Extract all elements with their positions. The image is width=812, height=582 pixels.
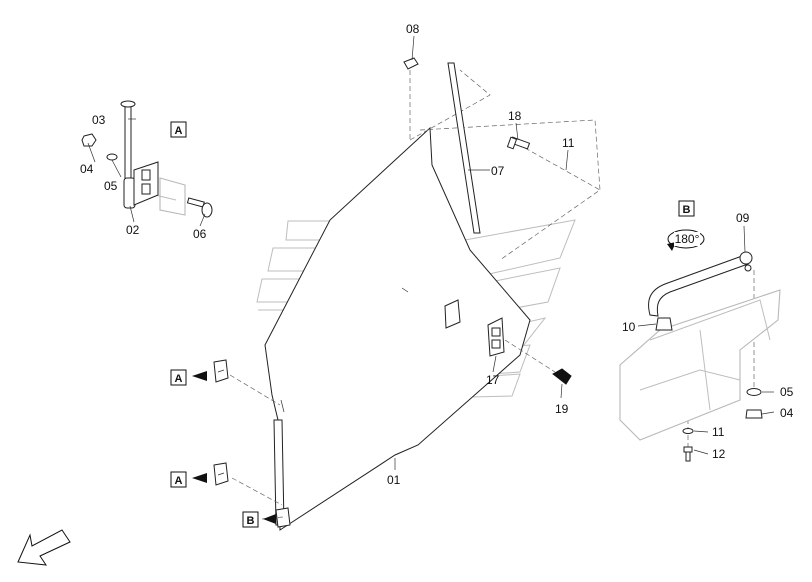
svg-text:A: A [175,475,183,487]
label-11b: 11 [712,425,725,439]
label-05: 05 [104,179,118,193]
door-stay-rod [648,251,753,317]
bracket-lower [213,462,229,486]
label-10: 10 [622,320,636,334]
label-11: 11 [562,136,575,150]
label-04b: 04 [780,406,794,420]
label-04: 04 [80,162,94,176]
part-labels: 03 04 05 02 06 08 18 11 07 01 17 19 09 1… [80,22,794,487]
door-panel [264,126,531,531]
washer-11b [682,428,694,434]
bolt-part [506,136,531,150]
svg-text:A: A [175,125,183,137]
label-09: 09 [736,211,750,225]
callout-a-mid: A [170,369,187,386]
callout-a-top: A [170,121,187,138]
latch-part [487,317,505,357]
label-19: 19 [555,402,569,416]
label-12: 12 [712,447,726,461]
hinge-assembly [81,100,213,218]
detail-b-frame-ghost [619,289,781,441]
svg-text:B: B [683,204,691,216]
orientation-arrow-icon [17,529,71,566]
label-08: 08 [406,22,420,36]
label-07: 07 [491,164,505,178]
assembly-guides [229,69,755,520]
washer-05b [746,388,762,396]
label-01: 01 [387,473,401,487]
rotation-symbol: 180° [667,229,705,251]
label-18: 18 [508,109,522,123]
label-03: 03 [92,113,106,127]
nut-04b [745,409,763,419]
bracket-upper [213,359,229,383]
stay-clip-10 [655,317,673,331]
label-06: 06 [193,227,207,241]
bolt-12 [683,446,693,462]
pointer-arrows [192,371,276,524]
clip-part [403,57,419,70]
svg-text:A: A [175,373,183,385]
seal-strip [447,62,481,234]
rotation-label: 180° [675,232,700,246]
svg-text:B: B [247,515,255,527]
label-17: 17 [486,373,500,387]
callout-a-low: A [170,471,187,488]
callout-b-right: B [678,200,695,217]
label-05b: 05 [780,385,794,399]
callout-b-low: B [242,511,259,528]
leader-lines [87,35,775,470]
label-02: 02 [126,223,140,237]
knob-part [552,368,572,385]
